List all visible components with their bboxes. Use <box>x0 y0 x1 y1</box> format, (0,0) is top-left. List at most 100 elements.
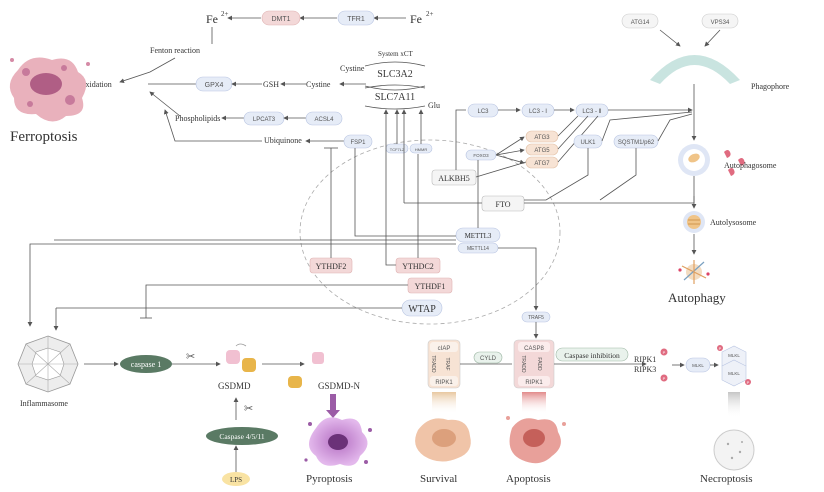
lps-label: LPS <box>230 476 242 484</box>
phagophore-shape <box>650 55 740 84</box>
fe-right-superscript: 2+ <box>426 10 434 18</box>
phospho-marker-2-label: P <box>663 376 666 381</box>
necroptosis-panel: RIPK1 RIPK3 P P MLKL MLKL MLKL P P Necro… <box>634 345 755 485</box>
tfr1-node <box>337 10 375 26</box>
alkbh5-label: ALKBH5 <box>438 174 470 183</box>
gsdmd-n-label: GSDMD-N <box>318 381 361 391</box>
pyroptosis-panel: Inflammasome caspase 1 ✂ GSDMD GSDMD-N ✂… <box>17 335 372 486</box>
caspase1-node <box>120 355 172 373</box>
vps34-node <box>701 13 739 29</box>
m6a-regulators: TCF7L2 HMMR ALKBH5 FTO METTL3 METTL14 YT… <box>27 109 695 331</box>
mlkl-lower-label: MLKL <box>728 371 740 376</box>
lpcat3-label: LPCAT3 <box>253 117 276 123</box>
gsdmd-n-illustration <box>288 352 324 388</box>
gsdmd-protein-illustration <box>226 343 256 372</box>
phospho-marker-2 <box>660 374 668 382</box>
cystine-inner-label: Cystine <box>306 80 331 89</box>
fsp1-node <box>343 134 373 149</box>
tradd-left-label: TRADD <box>430 355 436 373</box>
lc3-label: LC3 <box>477 109 489 115</box>
gsh-label: GSH <box>263 80 279 89</box>
ythdc2-label: YTHDC2 <box>402 262 434 271</box>
atg5-label: ATG5 <box>534 148 550 154</box>
atg5-node <box>525 143 559 156</box>
pyroptosis-title: Pyroptosis <box>306 473 352 485</box>
autolysosome-illustration <box>683 211 705 233</box>
ripk1-left-label: RIPK1 <box>435 380 453 386</box>
m6a-regulator-region <box>299 139 561 325</box>
pyroptosis-cell-illustration <box>304 417 372 466</box>
ripk1-right-node <box>518 376 550 386</box>
phospho-marker-4 <box>745 379 751 385</box>
slc7a11-label: SLC7A11 <box>375 92 415 103</box>
foxo3-label: FOXO3 <box>473 153 489 158</box>
autophagy-title: Autophagy <box>668 290 726 305</box>
fe-left-label: Fe <box>206 12 218 26</box>
casp8-label: CASP8 <box>524 346 544 352</box>
survival-title: Survival <box>420 473 457 485</box>
ythdf1-label: YTHDF1 <box>415 282 446 291</box>
hmmr-label: HMMR <box>415 147 428 152</box>
acsl4-node <box>305 111 343 126</box>
caspase-inhibition-node <box>555 347 629 362</box>
atg3-label: ATG3 <box>534 135 550 141</box>
mlkl-upper-label: MLKL <box>728 353 740 358</box>
ulk1-label: ULK1 <box>580 140 596 146</box>
autophagosome-illustration <box>678 144 745 176</box>
lc3-2-label: LC3 - Ⅱ <box>582 109 601 115</box>
dmt1-label: DMT1 <box>271 16 290 23</box>
survival-cell-illustration <box>415 418 471 462</box>
ferroptosis-title: Ferroptosis <box>10 129 78 145</box>
fadd-label: FADD <box>536 357 542 371</box>
autolysosome-label: Autolysosome <box>710 218 757 227</box>
lc3-node <box>467 103 499 118</box>
phospho-marker-4-label: P <box>747 380 750 385</box>
system-xct-label: System xCT <box>378 50 414 58</box>
wtap-label: WTAP <box>408 304 436 315</box>
scissors-icon-2: ✂ <box>244 403 253 415</box>
gpx4-label: GPX4 <box>205 82 224 89</box>
phagophore-label: Phagophore <box>751 82 790 91</box>
caspase1-label: caspase 1 <box>131 360 161 369</box>
phospho-marker-1 <box>660 348 668 356</box>
necroptosis-cell-illustration <box>713 429 755 471</box>
vps34-label: VPS34 <box>711 20 730 26</box>
ripk1-right-label: RIPK1 <box>525 380 543 386</box>
atg7-label: ATG7 <box>534 161 550 167</box>
lc3-1-node <box>521 103 555 118</box>
mlkl-oligomer <box>721 345 747 387</box>
cyld-label: CYLD <box>480 356 497 362</box>
casp8-node <box>518 342 550 352</box>
inflammasome-label: Inflammasome <box>20 399 68 408</box>
lc3-2-node <box>575 103 609 118</box>
fenton-reaction-label: Fenton reaction <box>150 46 200 55</box>
autophagy-panel: ATG14 VPS34 Phagophore LC3 LC3 - Ⅰ LC3 -… <box>465 13 790 305</box>
traf-label: TRAF <box>444 357 450 370</box>
apoptosis-cell-illustration <box>506 416 566 464</box>
ferroptosis-panel: Fe 2+ TFR1 DMT1 Fe 2+ Fenton reaction Li… <box>9 10 440 149</box>
acsl4-label: ACSL4 <box>314 117 334 123</box>
inflammasome-illustration <box>17 335 79 393</box>
cyld-node <box>473 351 503 364</box>
sqstm1-label: SQSTM1/p62 <box>618 140 655 146</box>
phospholipids-label: Phospholipids <box>175 114 220 123</box>
ripk1-left-node <box>430 376 458 386</box>
ripk3-label: RIPK3 <box>634 365 656 374</box>
fe-left-superscript: 2+ <box>221 10 229 18</box>
atg14-node <box>621 13 659 29</box>
fe-right-label: Fe <box>410 12 422 26</box>
ripk1-label: RIPK1 <box>634 355 656 364</box>
cystine-outer-label: Cystine <box>340 64 365 73</box>
dmt1-node <box>261 10 301 26</box>
caspase4511-node <box>206 427 278 445</box>
ythdf1-node <box>407 277 453 294</box>
necroptosis-title: Necroptosis <box>700 473 753 485</box>
autophagosome-label: Autophagosome <box>724 161 777 170</box>
atg14-label: ATG14 <box>631 20 650 26</box>
ubiquinone-label: Ubiquinone <box>264 136 302 145</box>
ciap-label: cIAP <box>438 346 451 352</box>
caspase-inhibition-label: Caspase inhibition <box>564 351 620 360</box>
apoptosis-title: Apoptosis <box>506 473 551 485</box>
ferroptosis-cell-illustration <box>9 57 90 122</box>
